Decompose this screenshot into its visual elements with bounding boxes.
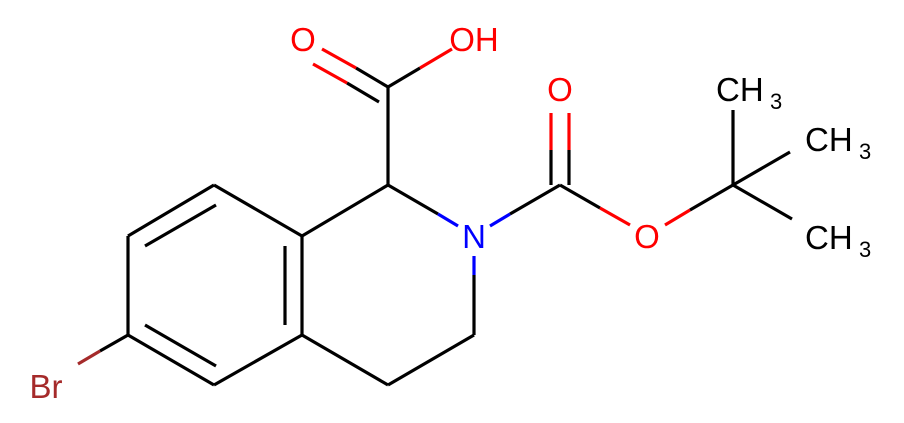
bond-c5-c4a <box>213 333 303 387</box>
benzene-ring <box>126 183 304 387</box>
bond-co-double-a-black <box>355 66 389 89</box>
atom-label-carbonyl-oxygen: O <box>290 21 316 58</box>
bond-n-carbonyl-blue <box>489 212 511 228</box>
bond-c8a-c1 <box>301 183 389 238</box>
atom-label-methyl-mid-subscript: 3 <box>859 139 871 164</box>
bond-c8-c7-inner <box>144 203 217 248</box>
bond-c8-c7 <box>127 183 215 238</box>
bond-c6-br-black <box>99 333 129 353</box>
bond-carbonyl-o-black <box>559 183 601 210</box>
bond-co-double-a-red <box>321 47 357 70</box>
atom-label-bromine: Br <box>30 368 63 405</box>
atom-label-methyl-bot: CH <box>805 219 853 256</box>
atom-label-ester-oxygen: O <box>634 218 660 255</box>
atom-label-nitrogen: N <box>462 218 486 255</box>
bromo-substituent <box>77 333 129 366</box>
atom-label-methyl-mid: CH <box>805 121 853 158</box>
boc-group <box>489 110 793 228</box>
bond-c4-c4a <box>301 333 389 387</box>
bond-c1-n-black <box>387 183 439 216</box>
bond-c6-c5-inner <box>144 323 217 368</box>
bond-o-cq-red <box>664 208 691 227</box>
bond-co-double-b-black <box>346 81 380 104</box>
bond-c-oh-red <box>419 47 453 70</box>
atom-label-methyl-top: CH <box>716 71 764 108</box>
bond-cq-me-bot <box>732 183 793 221</box>
bond-c1-n-blue <box>437 212 459 228</box>
piperidine-ring <box>301 183 476 387</box>
bond-c-oh-black <box>387 66 421 89</box>
bond-c6-c5 <box>127 333 215 387</box>
bond-n-carbonyl-black <box>509 183 561 216</box>
atom-label-hydroxyl: OH <box>449 21 499 58</box>
bond-carbonyl-o-red <box>599 206 631 227</box>
bond-o-cq-black <box>689 183 734 212</box>
bond-co-double-b-red <box>312 62 348 85</box>
atom-label-methyl-bot-subscript: 3 <box>859 237 871 262</box>
carboxylic-acid-group <box>312 47 453 185</box>
bond-c3-c4 <box>387 333 475 387</box>
bond-cq-me-mid <box>732 150 791 187</box>
bond-c6-br-red <box>77 349 101 366</box>
bond-c8a-c8 <box>213 183 303 238</box>
atom-label-methyl-top-subscript: 3 <box>770 89 782 114</box>
atom-label-boc-carbonyl-oxygen: O <box>547 71 573 108</box>
